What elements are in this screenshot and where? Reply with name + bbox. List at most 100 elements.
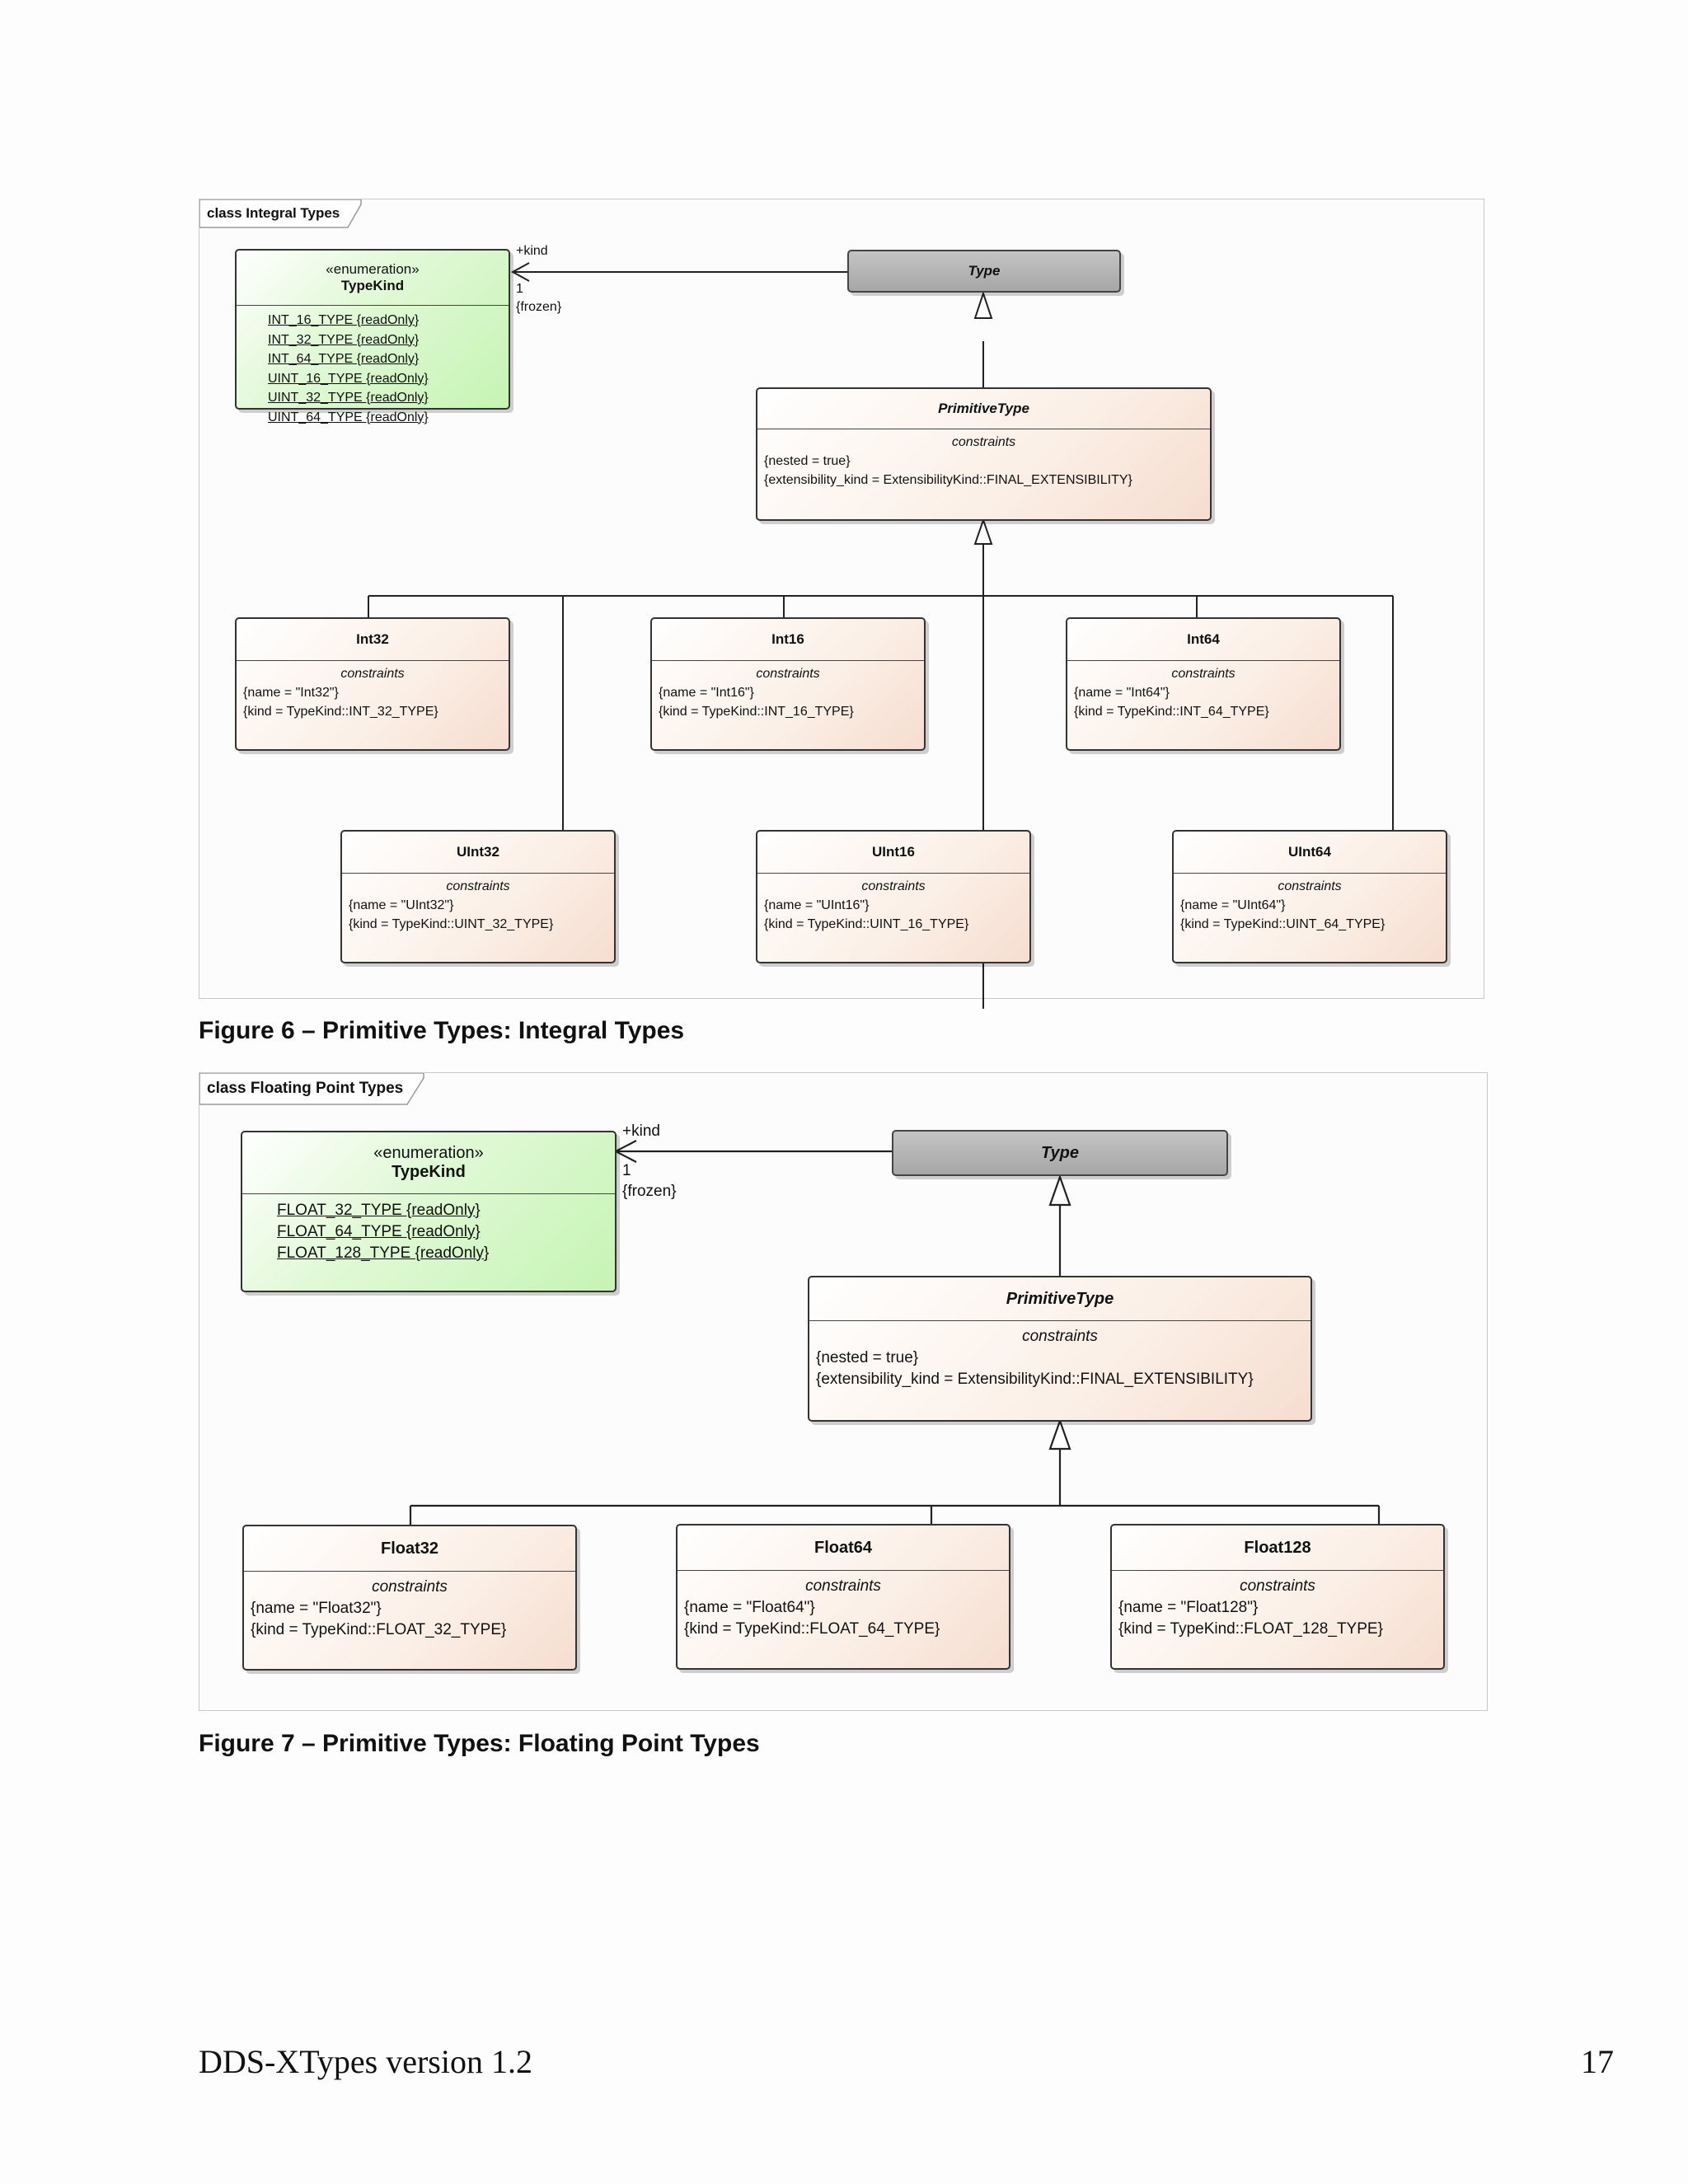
frame-tab-shape [199, 1073, 424, 1105]
assoc-role: +kind [622, 1122, 660, 1140]
constraints-caption: constraints [446, 879, 510, 893]
type-class: Type [892, 1130, 1228, 1176]
uint32-class: UInt32 constraints {name = "UInt32"} {ki… [340, 830, 616, 963]
class-name: Int64 [1067, 619, 1339, 661]
enum-name: TypeKind [340, 278, 405, 293]
primitivetype-class: PrimitiveType constraints {nested = true… [808, 1276, 1312, 1422]
constraints-caption: constraints [805, 1577, 881, 1595]
enum-literal: INT_64_TYPE {readOnly} [268, 352, 420, 366]
enum-literal: FLOAT_32_TYPE {readOnly} [277, 1202, 481, 1219]
uint64-class: UInt64 constraints {name = "UInt64"} {ki… [1172, 830, 1447, 963]
constraints-caption: constraints [951, 435, 1016, 449]
int64-class: Int64 constraints {name = "Int64"} {kind… [1066, 617, 1341, 751]
enum-header: «enumeration» TypeKind [242, 1132, 615, 1194]
constraints-caption: constraints [340, 667, 405, 681]
constraints-caption: constraints [1022, 1328, 1098, 1345]
class-constraints: constraints {name = "Float32"} {kind = T… [244, 1572, 575, 1644]
enum-header: «enumeration» TypeKind [237, 251, 509, 306]
assoc-constraint: {frozen} [622, 1183, 677, 1200]
float64-class: Float64 constraints {name = "Float64"} {… [676, 1524, 1010, 1670]
constraints-caption: constraints [1171, 667, 1236, 681]
class-name: Float128 [1112, 1526, 1443, 1571]
constraint-line: {kind = TypeKind::INT_64_TYPE} [1074, 705, 1269, 719]
enum-literal: UINT_64_TYPE {readOnly} [268, 410, 429, 424]
footer-page-number: 17 [1581, 2043, 1614, 2080]
constraint-line: {kind = TypeKind::FLOAT_32_TYPE} [251, 1621, 507, 1638]
constraint-line: {kind = TypeKind::UINT_64_TYPE} [1180, 917, 1386, 931]
class-name: PrimitiveType [809, 1277, 1311, 1321]
frame-label: class Floating Point Types [207, 1080, 404, 1097]
int16-class: Int16 constraints {name = "Int16"} {kind… [650, 617, 926, 751]
class-name: UInt16 [757, 832, 1029, 874]
constraint-line: {name = "UInt16"} [764, 898, 870, 912]
constraint-line: {nested = true} [764, 454, 851, 468]
class-constraints: constraints {name = "UInt32"} {kind = Ty… [342, 874, 614, 937]
class-name: Int32 [237, 619, 509, 661]
class-constraints: constraints {name = "Int16"} {kind = Typ… [652, 661, 924, 724]
float32-class: Float32 constraints {name = "Float32"} {… [242, 1525, 577, 1671]
figure-6-caption: Figure 6 – Primitive Types: Integral Typ… [199, 1017, 685, 1044]
enum-name: TypeKind [392, 1163, 466, 1181]
class-constraints: constraints {name = "UInt16"} {kind = Ty… [757, 874, 1029, 937]
enum-literal: UINT_16_TYPE {readOnly} [268, 371, 429, 386]
frame-label: class Integral Types [207, 205, 340, 221]
assoc-multiplicity: 1 [622, 1162, 631, 1179]
constraint-line: {kind = TypeKind::INT_16_TYPE} [659, 705, 854, 719]
constraints-caption: constraints [1240, 1577, 1315, 1595]
constraint-line: {kind = TypeKind::INT_32_TYPE} [243, 705, 438, 719]
constraint-line: {name = "Int32"} [243, 686, 339, 700]
constraints-caption: constraints [1278, 879, 1342, 893]
class-name: Float32 [244, 1526, 575, 1572]
class-constraints: constraints {nested = true} {extensibili… [757, 429, 1210, 493]
class-name: PrimitiveType [757, 389, 1210, 429]
type-class: Type [847, 250, 1121, 293]
assoc-constraint: {frozen} [516, 300, 562, 314]
enum-stereotype: «enumeration» [326, 261, 420, 277]
footer-document-title: DDS-XTypes version 1.2 [199, 2043, 532, 2080]
enum-literal: INT_16_TYPE {readOnly} [268, 313, 420, 327]
class-constraints: constraints {name = "Int32"} {kind = Typ… [237, 661, 509, 724]
constraints-caption: constraints [372, 1578, 448, 1596]
int32-class: Int32 constraints {name = "Int32"} {kind… [235, 617, 510, 751]
enum-stereotype: «enumeration» [373, 1144, 484, 1162]
constraint-line: {name = "Int64"} [1074, 686, 1170, 700]
float128-class: Float128 constraints {name = "Float128"}… [1110, 1524, 1445, 1670]
typekind-enumeration: «enumeration» TypeKind INT_16_TYPE {read… [235, 249, 510, 424]
constraint-line: {kind = TypeKind::UINT_32_TYPE} [349, 917, 554, 931]
constraints-caption: constraints [861, 879, 926, 893]
enum-literals: FLOAT_32_TYPE {readOnly} FLOAT_64_TYPE {… [242, 1194, 615, 1268]
figure-7-caption: Figure 7 – Primitive Types: Floating Poi… [199, 1730, 760, 1757]
class-name: UInt64 [1174, 832, 1446, 874]
constraint-line: {kind = TypeKind::UINT_16_TYPE} [764, 917, 969, 931]
enum-literal: FLOAT_64_TYPE {readOnly} [277, 1223, 481, 1240]
constraint-line: {kind = TypeKind::FLOAT_64_TYPE} [684, 1620, 940, 1638]
frame-tab-shape [199, 199, 362, 228]
class-constraints: constraints {name = "Float128"} {kind = … [1112, 1571, 1443, 1643]
enum-literals: INT_16_TYPE {readOnly} INT_32_TYPE {read… [237, 306, 509, 430]
class-name: Int16 [652, 619, 924, 661]
constraint-line: {name = "Float32"} [251, 1600, 382, 1617]
class-constraints: constraints {name = "Float64"} {kind = T… [678, 1571, 1009, 1643]
uint16-class: UInt16 constraints {name = "UInt16"} {ki… [756, 830, 1031, 963]
class-constraints: constraints {nested = true} {extensibili… [809, 1321, 1311, 1394]
primitivetype-class: PrimitiveType constraints {nested = true… [756, 387, 1212, 521]
constraint-line: {name = "UInt64"} [1180, 898, 1286, 912]
assoc-multiplicity: 1 [516, 282, 523, 296]
class-name: Float64 [678, 1526, 1009, 1571]
constraint-line: {kind = TypeKind::FLOAT_128_TYPE} [1118, 1620, 1383, 1638]
constraint-line: {name = "Float64"} [684, 1599, 815, 1616]
typekind-enumeration: «enumeration» TypeKind FLOAT_32_TYPE {re… [241, 1131, 617, 1292]
connector-lines [368, 262, 1394, 1009]
constraint-line: {name = "Float128"} [1118, 1599, 1259, 1616]
enum-literal: INT_32_TYPE {readOnly} [268, 332, 420, 347]
class-constraints: constraints {name = "UInt64"} {kind = Ty… [1174, 874, 1446, 937]
constraint-line: {name = "UInt32"} [349, 898, 454, 912]
floating-point-types-diagram: class Floating Point Types «enumeration»… [199, 1072, 1488, 1711]
constraints-caption: constraints [756, 667, 820, 681]
connector-lines [409, 1140, 1381, 1525]
enum-literal: FLOAT_128_TYPE {readOnly} [277, 1244, 490, 1262]
constraint-line: {name = "Int16"} [659, 686, 754, 700]
constraint-line: {extensibility_kind = ExtensibilityKind:… [816, 1371, 1254, 1388]
class-name: UInt32 [342, 832, 614, 874]
assoc-role: +kind [516, 244, 548, 258]
